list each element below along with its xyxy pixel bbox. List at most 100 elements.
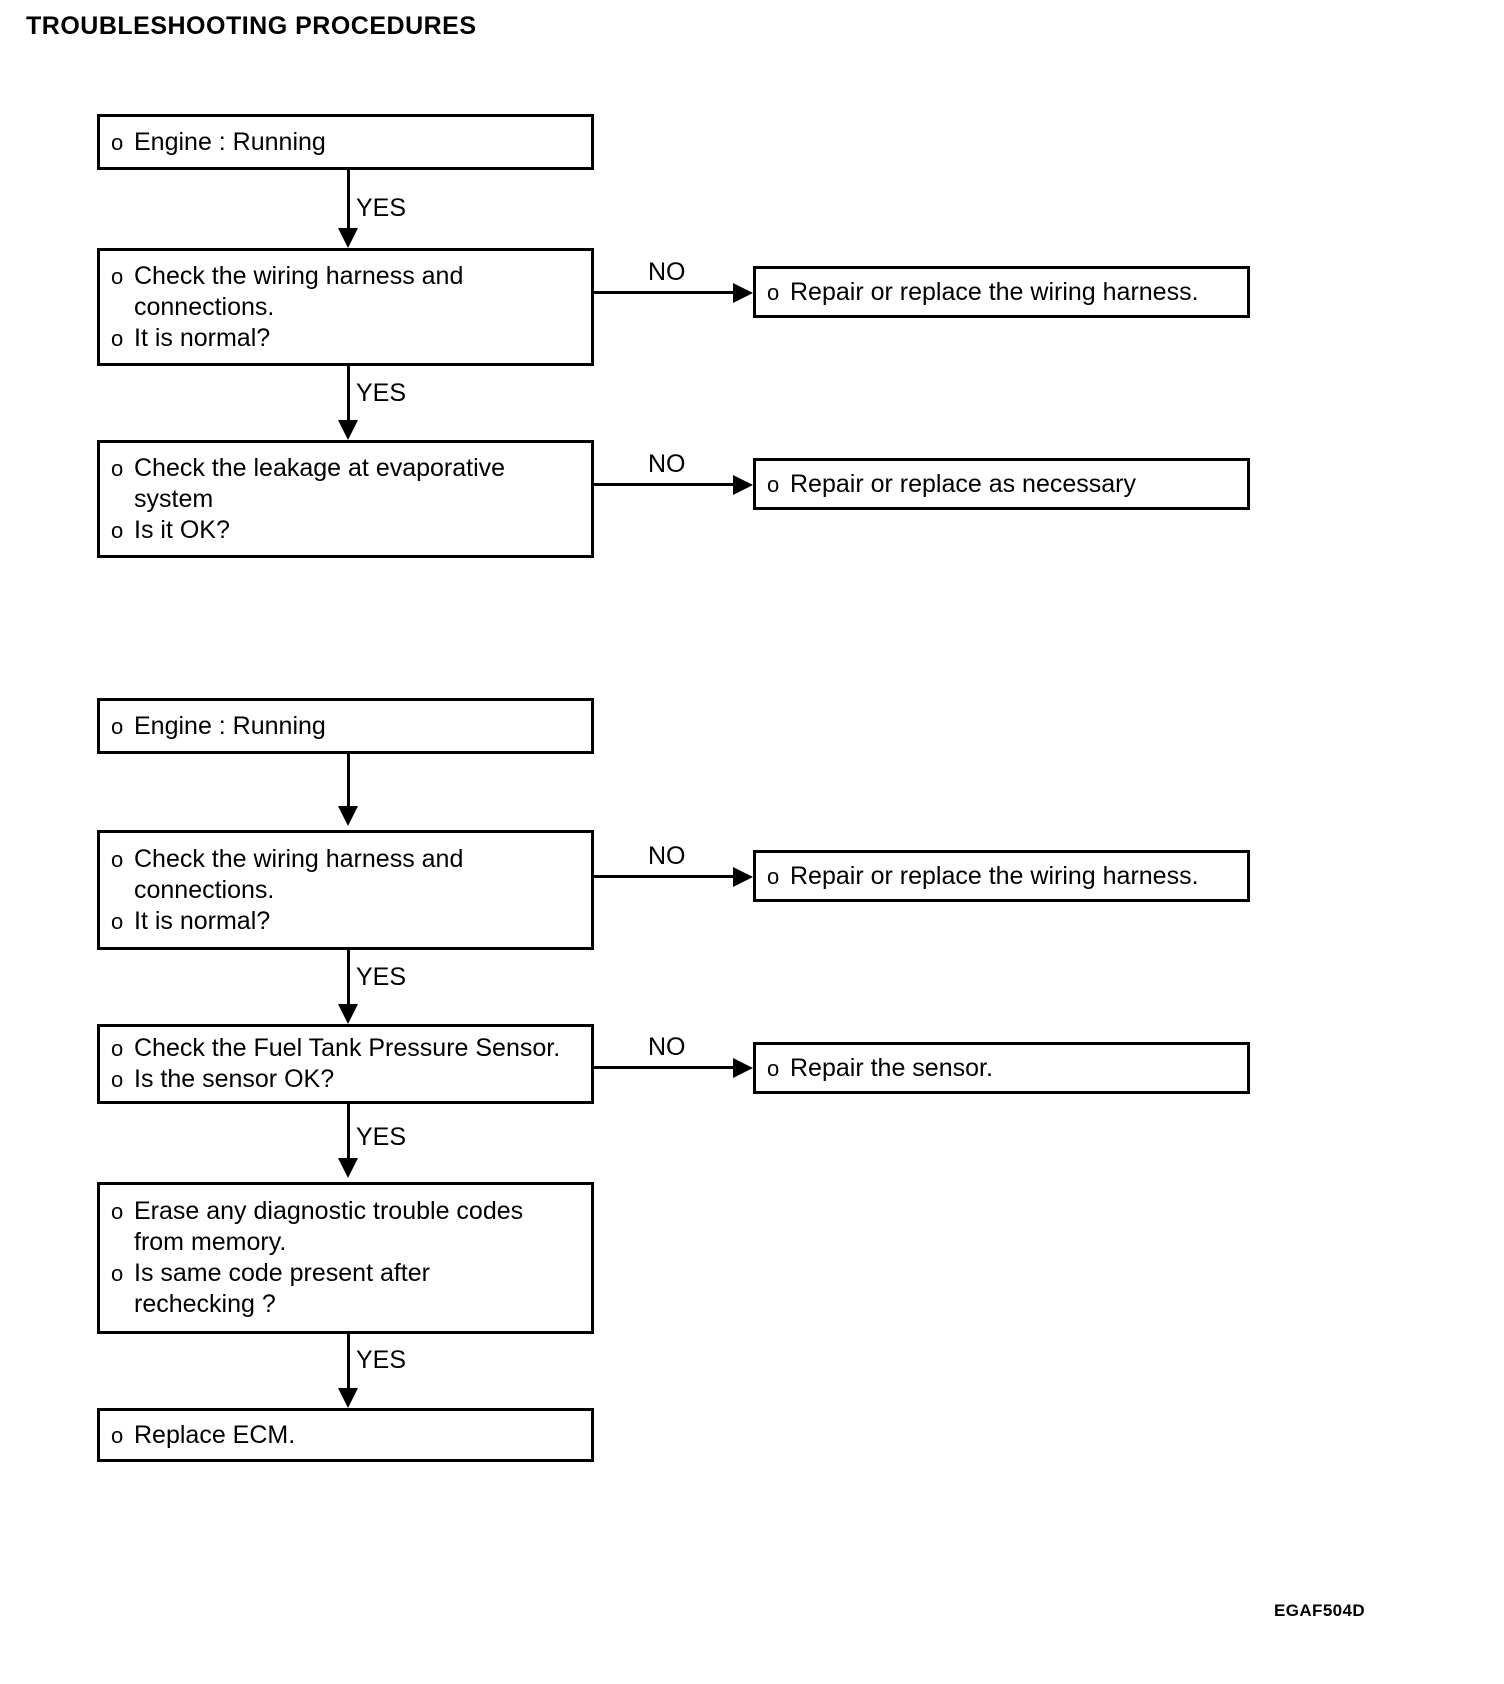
box-line-text: Is it OK? bbox=[134, 515, 230, 544]
box-line-text: from memory. bbox=[134, 1228, 287, 1256]
box-line: o Check the wiring harness and bbox=[100, 844, 591, 875]
connector-line bbox=[347, 1334, 350, 1392]
bullet-marker: o bbox=[111, 455, 124, 481]
flow-node-check-leakage: o Check the leakage at evaporative syste… bbox=[97, 440, 594, 558]
box-line: o Repair or replace as necessary bbox=[756, 469, 1247, 500]
arrow-down-icon bbox=[338, 228, 358, 248]
edge-label-no: NO bbox=[648, 450, 686, 478]
box-line: rechecking ? bbox=[100, 1289, 591, 1320]
bullet-marker: o bbox=[111, 129, 124, 155]
arrow-right-icon bbox=[733, 475, 753, 495]
bullet-marker: o bbox=[767, 471, 780, 497]
box-line: o Repair the sensor. bbox=[756, 1053, 1247, 1084]
flow-node-check-wiring-2: o Check the wiring harness and connectio… bbox=[97, 830, 594, 950]
page-title: TROUBLESHOOTING PROCEDURES bbox=[26, 12, 477, 40]
flow-node-replace-ecm: o Replace ECM. bbox=[97, 1408, 594, 1462]
box-line-text: connections. bbox=[134, 292, 275, 321]
flow-node-check-sensor: o Check the Fuel Tank Pressure Sensor. o… bbox=[97, 1024, 594, 1104]
connector-line bbox=[594, 483, 736, 486]
edge-label-yes: YES bbox=[356, 194, 407, 222]
connector-line bbox=[347, 754, 350, 818]
flow-node-repair-wiring-1: o Repair or replace the wiring harness. bbox=[753, 266, 1250, 318]
connector-line bbox=[347, 1104, 350, 1162]
edge-label-yes: YES bbox=[356, 1346, 407, 1374]
box-line-text: Erase any diagnostic trouble codes bbox=[134, 1197, 524, 1225]
arrow-right-icon bbox=[733, 283, 753, 303]
bullet-marker: o bbox=[111, 1067, 124, 1092]
box-line-text: Check the wiring harness and bbox=[134, 261, 464, 290]
box-line-text: system bbox=[134, 484, 214, 513]
arrow-down-icon bbox=[338, 420, 358, 440]
box-line: o Check the wiring harness and bbox=[100, 261, 591, 292]
connector-line bbox=[347, 366, 350, 424]
box-line-text: Is the sensor OK? bbox=[134, 1065, 335, 1093]
box-line: connections. bbox=[100, 875, 591, 906]
bullet-marker: o bbox=[767, 863, 780, 889]
box-line: o Engine : Running bbox=[100, 127, 591, 158]
box-line-text: It is normal? bbox=[134, 323, 271, 352]
edge-label-yes: YES bbox=[356, 379, 407, 407]
connector-line bbox=[347, 950, 350, 1008]
box-line-text: Is same code present after bbox=[134, 1259, 430, 1287]
box-line-text: Engine : Running bbox=[134, 127, 326, 156]
box-line-text: Repair or replace the wiring harness. bbox=[790, 277, 1199, 306]
bullet-marker: o bbox=[111, 1199, 124, 1224]
bullet-marker: o bbox=[111, 1261, 124, 1286]
box-line: o Erase any diagnostic trouble codes bbox=[100, 1196, 591, 1227]
box-line: o Check the leakage at evaporative bbox=[100, 453, 591, 484]
bullet-marker: o bbox=[111, 1422, 124, 1448]
box-line-text: Check the Fuel Tank Pressure Sensor. bbox=[134, 1034, 561, 1062]
edge-label-no: NO bbox=[648, 842, 686, 870]
connector-line bbox=[347, 170, 350, 232]
connector-line bbox=[594, 291, 736, 294]
bullet-marker: o bbox=[767, 1055, 780, 1081]
arrow-down-icon bbox=[338, 1388, 358, 1408]
box-line: o Replace ECM. bbox=[100, 1420, 591, 1451]
flow-node-repair-wiring-2: o Repair or replace the wiring harness. bbox=[753, 850, 1250, 902]
bullet-marker: o bbox=[111, 325, 124, 351]
box-line-text: Replace ECM. bbox=[134, 1420, 296, 1449]
flow-node-repair-necessary: o Repair or replace as necessary bbox=[753, 458, 1250, 510]
bullet-marker: o bbox=[111, 517, 124, 543]
box-line-text: Check the leakage at evaporative bbox=[134, 453, 506, 482]
bullet-marker: o bbox=[111, 713, 124, 739]
arrow-right-icon bbox=[733, 867, 753, 887]
box-line-text: Repair or replace the wiring harness. bbox=[790, 861, 1199, 890]
box-line: o Engine : Running bbox=[100, 711, 591, 742]
arrow-down-icon bbox=[338, 1158, 358, 1178]
bullet-marker: o bbox=[767, 279, 780, 305]
edge-label-no: NO bbox=[648, 258, 686, 286]
arrow-down-icon bbox=[338, 806, 358, 826]
box-line: o Repair or replace the wiring harness. bbox=[756, 861, 1247, 892]
connector-line bbox=[594, 875, 736, 878]
flow-node-engine-running-2: o Engine : Running bbox=[97, 698, 594, 754]
flow-node-engine-running-1: o Engine : Running bbox=[97, 114, 594, 170]
box-line-text: connections. bbox=[134, 875, 275, 904]
bullet-marker: o bbox=[111, 846, 124, 872]
box-line-text: It is normal? bbox=[134, 906, 271, 935]
box-line: o Is the sensor OK? bbox=[100, 1064, 591, 1095]
bullet-marker: o bbox=[111, 908, 124, 934]
box-line-text: Repair or replace as necessary bbox=[790, 469, 1136, 498]
edge-label-yes: YES bbox=[356, 1123, 407, 1151]
box-line: o Check the Fuel Tank Pressure Sensor. bbox=[100, 1033, 591, 1064]
bullet-marker: o bbox=[111, 263, 124, 289]
box-line: system bbox=[100, 484, 591, 515]
bullet-marker: o bbox=[111, 1036, 124, 1061]
arrow-right-icon bbox=[733, 1058, 753, 1078]
box-line-text: Check the wiring harness and bbox=[134, 844, 464, 873]
edge-label-yes: YES bbox=[356, 963, 407, 991]
box-line-text: Engine : Running bbox=[134, 711, 326, 740]
box-line: from memory. bbox=[100, 1227, 591, 1258]
flow-node-repair-sensor: o Repair the sensor. bbox=[753, 1042, 1250, 1094]
connector-line bbox=[594, 1066, 736, 1069]
flow-node-erase-codes: o Erase any diagnostic trouble codes fro… bbox=[97, 1182, 594, 1334]
box-line: o Repair or replace the wiring harness. bbox=[756, 277, 1247, 308]
box-line: o It is normal? bbox=[100, 906, 591, 937]
document-reference-code: EGAF504D bbox=[1274, 1601, 1366, 1620]
box-line: o Is it OK? bbox=[100, 515, 591, 546]
arrow-down-icon bbox=[338, 1004, 358, 1024]
box-line-text: Repair the sensor. bbox=[790, 1053, 993, 1082]
edge-label-no: NO bbox=[648, 1033, 686, 1061]
box-line: o Is same code present after bbox=[100, 1258, 591, 1289]
